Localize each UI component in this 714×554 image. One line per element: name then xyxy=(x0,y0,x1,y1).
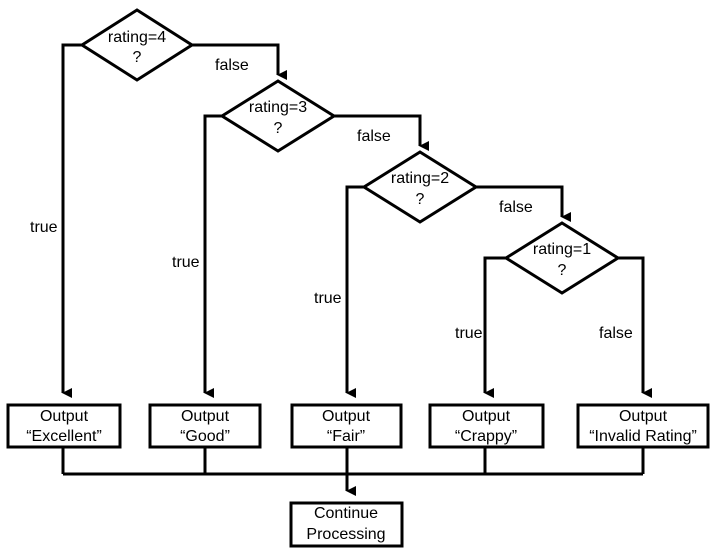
decision-rating-1-line1: rating=1 xyxy=(533,241,591,258)
decision-rating-3-line2: ? xyxy=(274,120,283,137)
decision-rating-2-line2: ? xyxy=(416,191,425,208)
continue-processing-box: Continue Processing xyxy=(289,501,404,548)
true-label-rating2: true xyxy=(314,290,342,307)
output-crappy-line2: “Crappy” xyxy=(455,428,517,445)
decision-rating-2-line1: rating=2 xyxy=(391,170,449,187)
output-crappy-box: Output “Crappy” xyxy=(428,403,545,449)
output-fair-line2: “Fair” xyxy=(327,428,365,445)
decision-rating-2: rating=2 ? xyxy=(361,150,479,224)
continue-processing-line2: Processing xyxy=(306,526,385,543)
output-good-line1: Output xyxy=(181,408,230,425)
output-invalid-rating-line1: Output xyxy=(619,408,668,425)
false-label-rating1: false xyxy=(599,325,633,342)
false-label-rating3: false xyxy=(357,128,391,145)
output-excellent-line2: “Excellent” xyxy=(26,428,102,445)
false-label-rating4: false xyxy=(215,57,249,74)
decision-rating-1-line2: ? xyxy=(558,262,567,279)
decision-rating-4-line2: ? xyxy=(133,49,142,66)
decision-rating-4-line1: rating=4 xyxy=(108,29,166,46)
true-label-rating3: true xyxy=(172,254,200,271)
true-connector-rating4 xyxy=(61,43,82,398)
false-connector-rating3 xyxy=(334,114,429,151)
output-excellent-line1: Output xyxy=(40,408,89,425)
false-connector-rating2 xyxy=(476,185,571,222)
output-invalid-rating-box: Output “Invalid Rating” xyxy=(576,403,710,449)
decision-rating-1: rating=1 ? xyxy=(503,221,621,295)
false-connector-rating1 xyxy=(618,256,652,398)
continue-processing-line1: Continue xyxy=(314,505,378,522)
output-crappy-line1: Output xyxy=(462,408,511,425)
decision-rating-3: rating=3 ? xyxy=(219,79,337,153)
output-invalid-rating-line2: “Invalid Rating” xyxy=(589,428,697,445)
true-connector-rating3 xyxy=(203,114,222,398)
false-label-rating2: false xyxy=(499,199,533,216)
true-connector-rating1 xyxy=(483,256,506,398)
output-fair-line1: Output xyxy=(322,408,371,425)
decision-rating-3-line1: rating=3 xyxy=(249,99,307,116)
true-connector-rating2 xyxy=(345,185,364,398)
output-good-line2: “Good” xyxy=(180,428,230,445)
false-connector-rating4 xyxy=(192,43,287,80)
output-good-box: Output “Good” xyxy=(148,403,262,449)
true-label-rating4: true xyxy=(30,219,58,236)
output-excellent-box: Output “Excellent” xyxy=(6,403,122,449)
true-label-rating1: true xyxy=(455,325,483,342)
decision-rating-4: rating=4 ? xyxy=(79,8,195,82)
output-fair-box: Output “Fair” xyxy=(290,403,403,449)
